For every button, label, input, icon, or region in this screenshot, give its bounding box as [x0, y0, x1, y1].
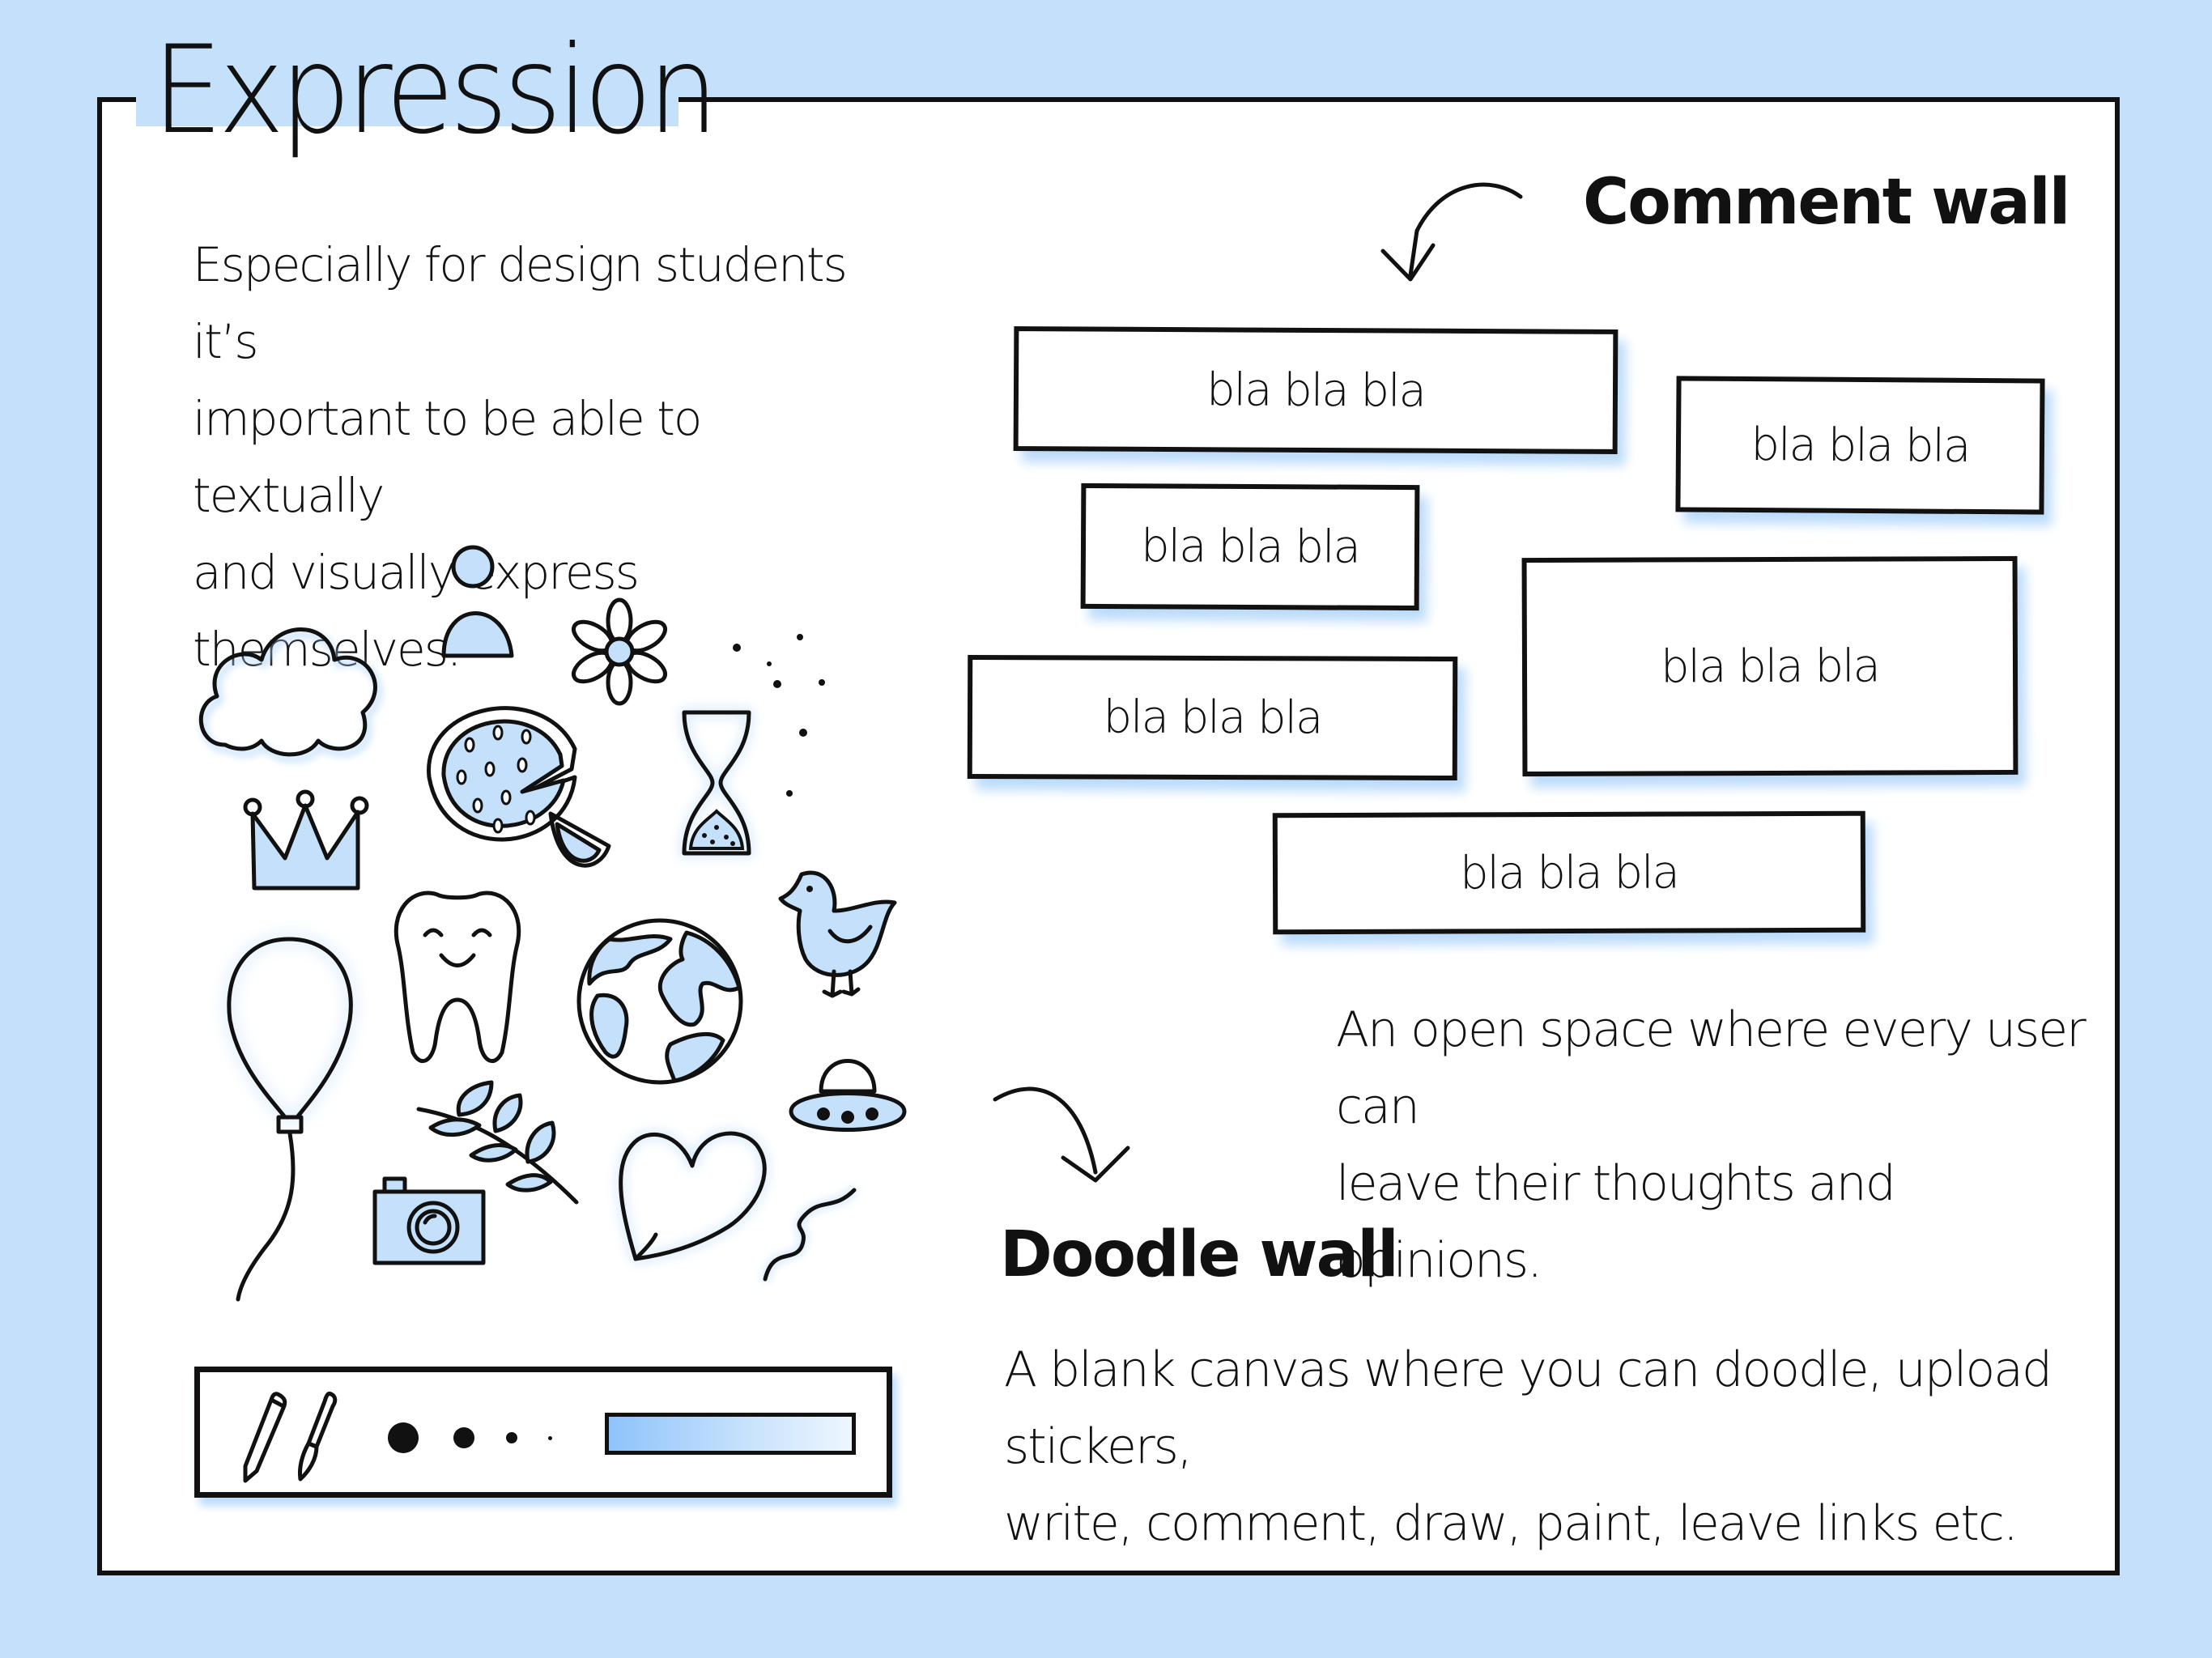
squiggle-icon[interactable] — [757, 1182, 862, 1287]
person-icon[interactable] — [437, 542, 518, 664]
comment-wall-description: An open space where every user can leave… — [1336, 1001, 2087, 1289]
camera-icon[interactable] — [368, 1175, 490, 1269]
hourglass-icon[interactable] — [676, 706, 757, 860]
brush-size-small[interactable] — [506, 1432, 517, 1443]
comment-card[interactable]: bla bla bla — [1675, 376, 2045, 515]
ufo-icon[interactable] — [787, 1043, 908, 1144]
tooth-icon[interactable] — [389, 886, 526, 1069]
heart-icon[interactable] — [615, 1121, 769, 1267]
brush-size-medium[interactable] — [453, 1427, 474, 1448]
brush-size-large[interactable] — [388, 1422, 419, 1453]
brush-size-tiny[interactable] — [548, 1436, 552, 1440]
comment-card[interactable]: bla bla bla — [1013, 326, 1619, 454]
title-gap — [136, 78, 678, 126]
doodle-wall-heading: Doodle wall — [1000, 1218, 1399, 1291]
comment-card[interactable]: bla bla bla — [1521, 555, 2018, 777]
brush-icon[interactable] — [289, 1390, 338, 1486]
doodle-toolbar — [194, 1367, 892, 1498]
color-picker-bar[interactable] — [605, 1413, 856, 1455]
page-title: Expression — [152, 20, 718, 161]
leaf-branch-icon[interactable] — [415, 1080, 589, 1210]
comment-wall-heading: Comment wall — [1583, 166, 2070, 239]
pizza-icon[interactable] — [421, 680, 615, 891]
sparkle-dots-icon — [733, 634, 825, 797]
globe-icon[interactable] — [573, 915, 747, 1089]
comment-card[interactable]: bla bla bla — [1272, 810, 1866, 935]
doodle-wall-description: A blank canvas where you can doodle, upl… — [1004, 1341, 2052, 1552]
pencil-icon[interactable] — [239, 1390, 287, 1486]
comment-card[interactable]: bla bla bla — [1080, 483, 1420, 611]
bird-icon[interactable] — [777, 866, 899, 1004]
curved-arrow-icon — [993, 1086, 1130, 1183]
curved-arrow-icon — [1380, 182, 1523, 282]
intro-text: Especially for design students it’s impo… — [193, 237, 848, 677]
balloon-icon[interactable] — [220, 935, 366, 1307]
comment-card[interactable]: bla bla bla — [967, 654, 1458, 781]
flower-icon[interactable] — [567, 597, 672, 706]
crown-icon[interactable] — [236, 789, 374, 895]
cloud-icon[interactable] — [193, 615, 387, 761]
